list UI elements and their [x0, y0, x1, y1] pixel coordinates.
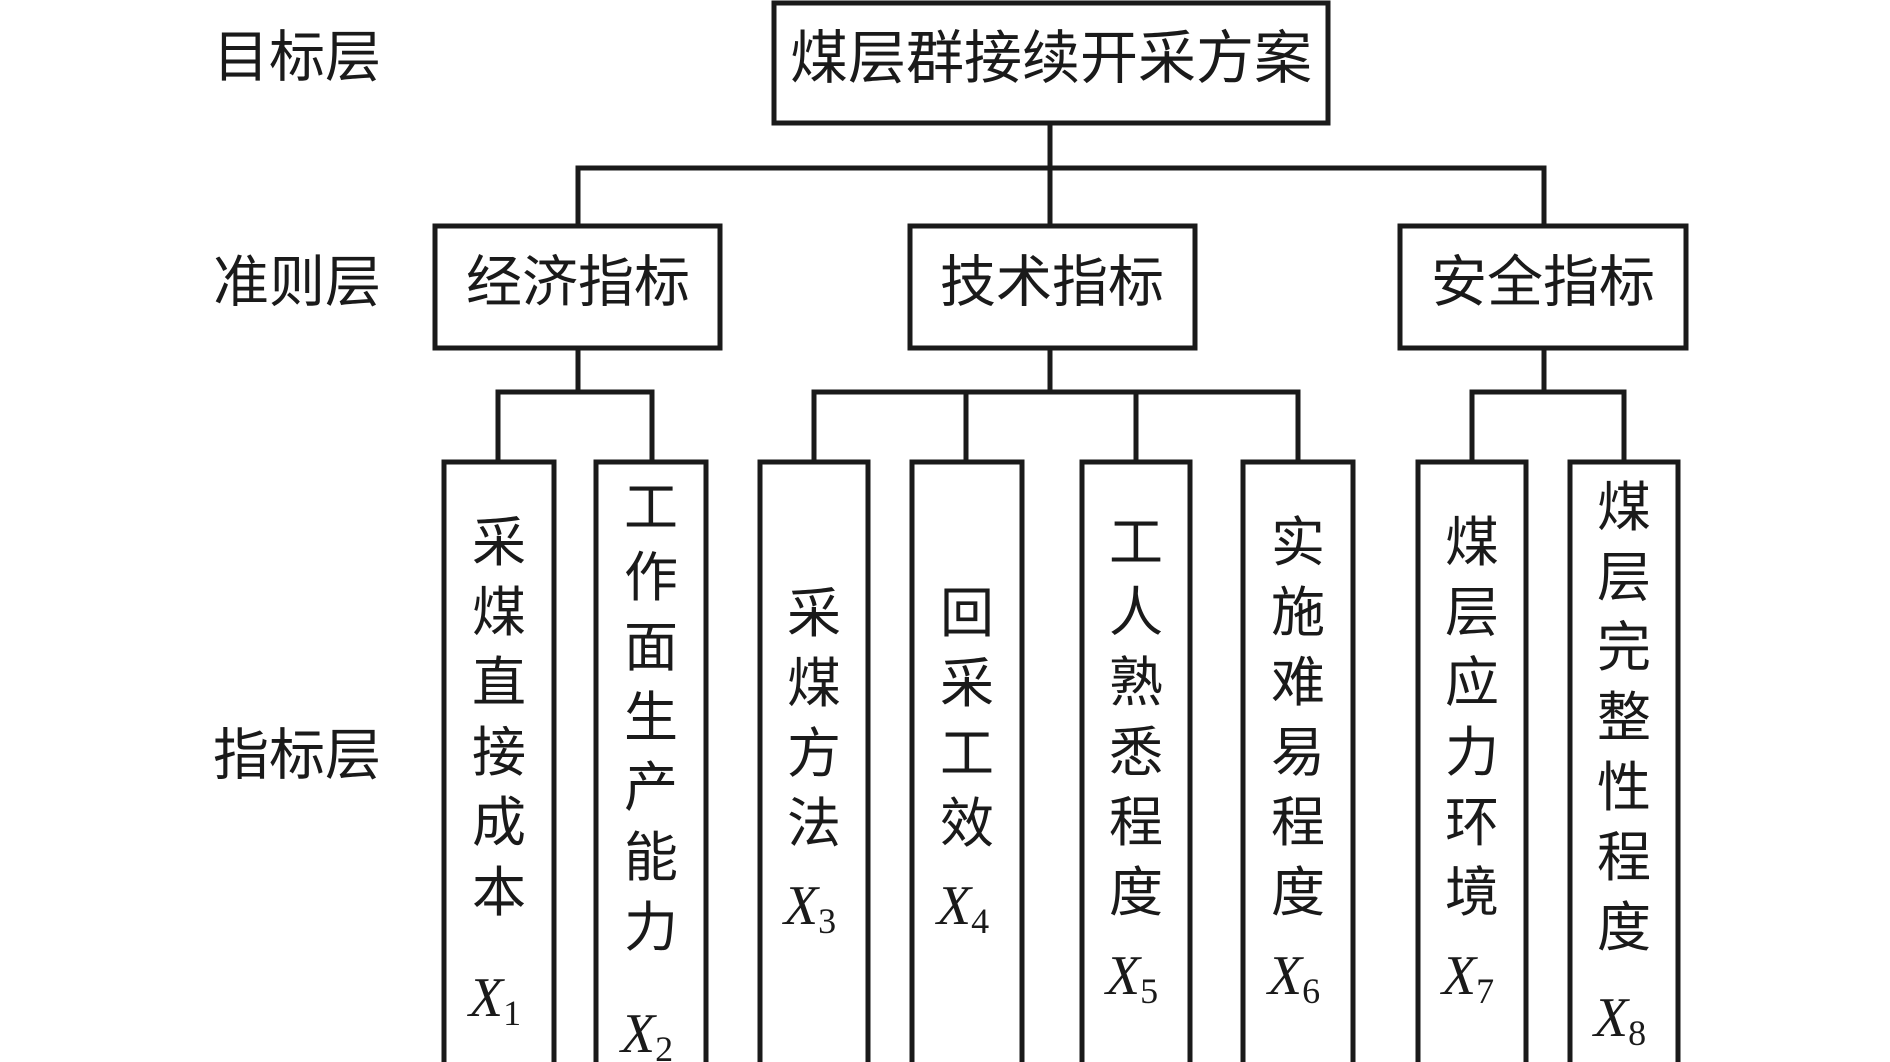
indicator-variable-subscript: 7 [1476, 971, 1494, 1011]
indicator-char: 接 [472, 721, 526, 784]
indicator-char: 成 [472, 791, 526, 854]
indicator-char: 境 [1445, 861, 1499, 924]
indicator-char: 效 [940, 792, 994, 855]
indicator-char: 人 [1109, 581, 1163, 644]
indicator-char: 应 [1445, 651, 1499, 714]
indicator-variable-subscript: 3 [818, 901, 836, 941]
indicator-variable: X6 [1266, 945, 1320, 1011]
indicator-char: 煤 [1445, 511, 1499, 574]
indicator-char: 程 [1271, 791, 1325, 854]
criteria-level-label: 准则层 [213, 251, 381, 316]
indicator-variable-symbol: X [935, 875, 974, 937]
indicator-char: 面 [624, 616, 678, 679]
indicator-char: 度 [1109, 861, 1163, 924]
criteria-label-economic: 经济指标 [466, 251, 690, 316]
indicator-char: 工 [624, 476, 678, 539]
indicator-char: 度 [1597, 896, 1651, 959]
indicator-variable: X4 [935, 875, 989, 941]
indicator-char: 实 [1271, 511, 1325, 574]
indicator-char: 完 [1597, 616, 1651, 679]
indicator-char: 采 [787, 582, 841, 645]
criteria-node-technical: 技术指标 [907, 223, 1198, 351]
indicator-variable: X2 [619, 1003, 673, 1062]
indicator-char: 度 [1271, 861, 1325, 924]
indicator-char: 程 [1597, 826, 1651, 889]
indicator-char: 悉 [1109, 721, 1163, 784]
indicator-variable-symbol: X [782, 875, 821, 937]
indicator-char: 采 [940, 652, 994, 715]
indicator-level-label: 指标层 [213, 724, 381, 789]
indicator-char: 程 [1109, 791, 1163, 854]
indicator-char: 性 [1597, 756, 1651, 819]
indicator-char: 产 [624, 756, 678, 819]
indicator-variable-subscript: 6 [1302, 971, 1320, 1011]
indicator-char: 易 [1271, 721, 1325, 784]
criteria-node-economic: 经济指标 [432, 223, 723, 351]
indicator-variable-symbol: X [1266, 945, 1305, 1007]
indicator-variable: X7 [1440, 945, 1494, 1011]
indicator-char: 力 [1445, 721, 1499, 784]
indicator-variable-symbol: X [1440, 945, 1479, 1007]
indicator-variable: X3 [782, 875, 836, 941]
indicator-char: 能 [624, 826, 678, 889]
indicator-variable: X1 [467, 967, 521, 1033]
indicator-variable-subscript: 2 [655, 1029, 673, 1062]
indicator-variable-symbol: X [619, 1003, 658, 1062]
indicator-variable-symbol: X [467, 967, 506, 1029]
indicator-char: 煤 [1597, 476, 1651, 539]
indicator-variable: X5 [1104, 945, 1158, 1011]
connector-lines [495, 122, 1627, 465]
indicator-char: 熟 [1109, 651, 1163, 714]
goal-label: 煤层群接续开采方案 [790, 24, 1312, 92]
criteria-label-safety: 安全指标 [1431, 251, 1655, 316]
indicator-char: 方 [787, 722, 841, 785]
indicator-char: 本 [472, 861, 526, 924]
indicator-char: 法 [787, 792, 841, 855]
indicator-char: 采 [472, 511, 526, 574]
criteria-node-safety: 安全指标 [1397, 223, 1689, 351]
criteria-label-technical: 技术指标 [940, 251, 1164, 316]
indicator-variable-subscript: 5 [1140, 971, 1158, 1011]
indicator-char: 工 [940, 722, 994, 785]
indicator-char: 工 [1109, 511, 1163, 574]
indicator-char: 煤 [787, 652, 841, 715]
indicator-variable-subscript: 1 [503, 993, 521, 1033]
indicator-char: 施 [1271, 581, 1325, 644]
indicator-char: 难 [1271, 651, 1325, 714]
indicator-char: 回 [940, 582, 994, 645]
indicator-char: 环 [1445, 791, 1499, 854]
goal-level-label: 目标层 [213, 26, 381, 91]
indicator-char: 层 [1445, 581, 1499, 644]
indicator-char: 整 [1597, 686, 1651, 749]
indicator-char: 作 [624, 546, 678, 609]
goal-node: 煤层群接续开采方案 [771, 0, 1331, 126]
indicator-variable-subscript: 4 [971, 901, 989, 941]
indicator-char: 层 [1597, 546, 1651, 609]
indicator-variable-symbol: X [1592, 987, 1631, 1049]
indicator-char: 生 [624, 686, 678, 749]
indicator-char: 直 [472, 651, 526, 714]
indicator-char: 力 [624, 896, 678, 959]
indicator-variable-subscript: 8 [1628, 1013, 1646, 1053]
indicator-char: 煤 [472, 581, 526, 644]
indicator-variable-symbol: X [1104, 945, 1143, 1007]
indicator-variable: X8 [1592, 987, 1646, 1053]
